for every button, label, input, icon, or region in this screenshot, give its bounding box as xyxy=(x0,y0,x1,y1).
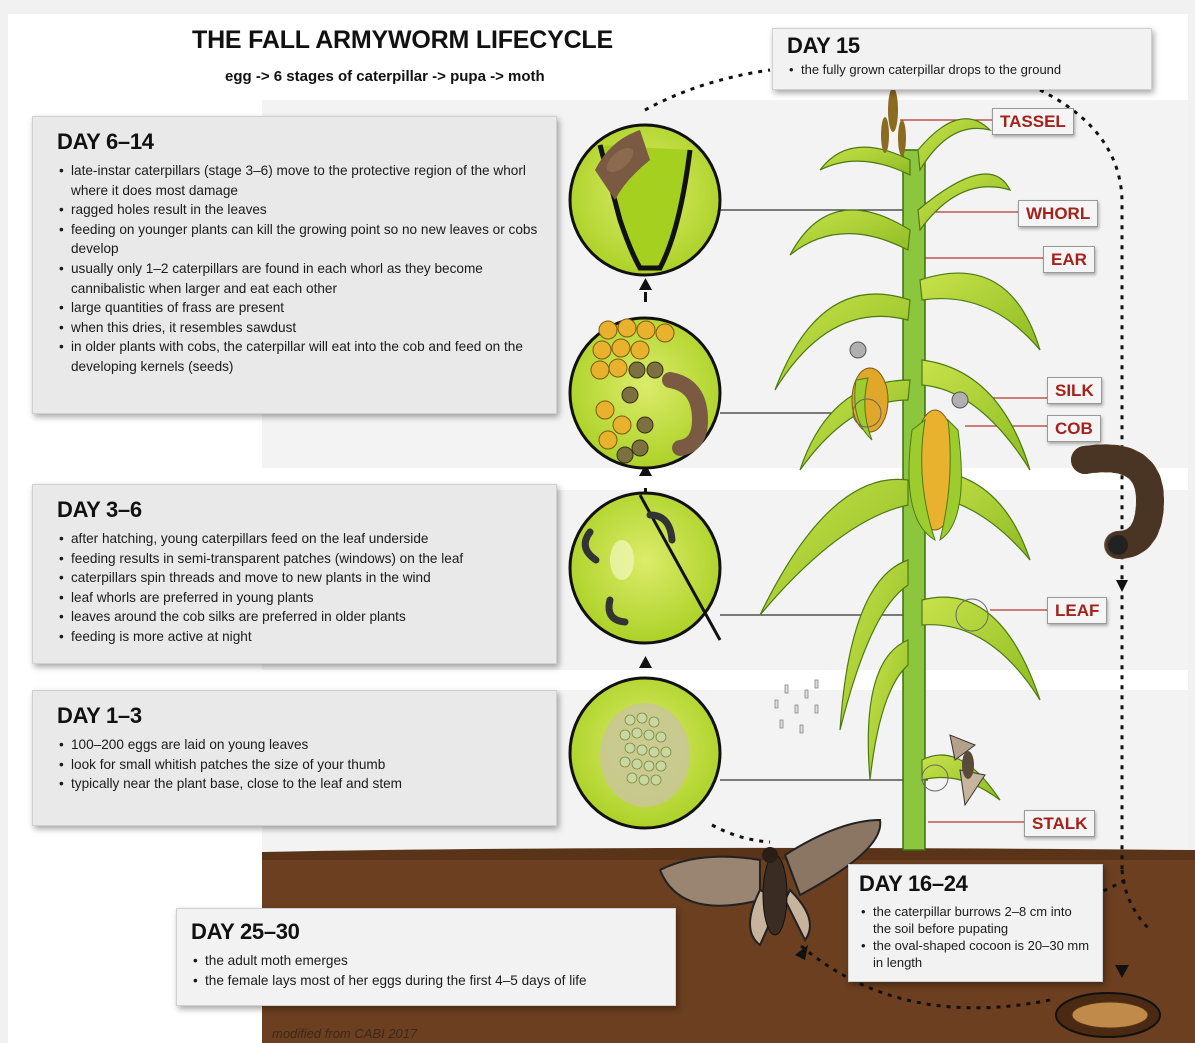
bullet: caterpillars spin threads and move to ne… xyxy=(57,568,542,588)
bullet: feeding on younger plants can kill the g… xyxy=(57,220,542,259)
info-box-day-15: DAY 15 the fully grown caterpillar drops… xyxy=(772,28,1152,90)
bullet-list: the fully grown caterpillar drops to the… xyxy=(787,61,1141,78)
bullet: feeding is more active at night xyxy=(57,627,542,647)
info-box-day-16-24: DAY 16–24 the caterpillar burrows 2–8 cm… xyxy=(848,864,1103,982)
bullet: the female lays most of her eggs during … xyxy=(191,971,665,991)
info-box-day-3-6: DAY 3–6 after hatching, young caterpilla… xyxy=(32,484,557,664)
box-heading: DAY 25–30 xyxy=(191,919,665,945)
bullet: when this dries, it resembles sawdust xyxy=(57,318,542,338)
bullet-list: after hatching, young caterpillars feed … xyxy=(57,529,542,647)
label-stalk: STALK xyxy=(1024,810,1095,837)
label-silk: SILK xyxy=(1047,377,1102,404)
bullet-list: 100–200 eggs are laid on young leaves lo… xyxy=(57,735,542,794)
info-box-day-25-30: DAY 25–30 the adult moth emerges the fem… xyxy=(176,908,676,1006)
label-tassel: TASSEL xyxy=(992,108,1074,135)
bullet: ragged holes result in the leaves xyxy=(57,200,542,220)
bullet: usually only 1–2 caterpillars are found … xyxy=(57,259,542,298)
bullet: leaves around the cob silks are preferre… xyxy=(57,607,542,627)
bullet: the fully grown caterpillar drops to the… xyxy=(787,61,1141,78)
circle-leaf xyxy=(570,493,720,643)
info-box-day-6-14: DAY 6–14 late-instar caterpillars (stage… xyxy=(32,116,557,414)
box-heading: DAY 16–24 xyxy=(859,871,1092,897)
bullet: look for small whitish patches the size … xyxy=(57,755,542,775)
box-heading: DAY 1–3 xyxy=(57,703,542,729)
bullet: in older plants with cobs, the caterpill… xyxy=(57,337,542,376)
bullet: after hatching, young caterpillars feed … xyxy=(57,529,542,549)
bullet: large quantities of frass are present xyxy=(57,298,542,318)
bullet: leaf whorls are preferred in young plant… xyxy=(57,588,542,608)
label-ear: EAR xyxy=(1043,246,1095,273)
diagram-title: THE FALL ARMYWORM LIFECYCLE xyxy=(192,26,613,55)
bullet: feeding results in semi-transparent patc… xyxy=(57,549,542,569)
bullet: the caterpillar burrows 2–8 cm into the … xyxy=(859,903,1092,937)
bullet: the oval-shaped cocoon is 20–30 mm in le… xyxy=(859,937,1092,971)
bullet-list: the adult moth emerges the female lays m… xyxy=(191,951,665,990)
label-cob: COB xyxy=(1047,415,1101,442)
info-box-day-1-3: DAY 1–3 100–200 eggs are laid on young l… xyxy=(32,690,557,826)
diagram-subtitle: egg -> 6 stages of caterpillar -> pupa -… xyxy=(225,68,545,85)
source-credit: modified from CABI 2017 xyxy=(272,1026,417,1041)
bullet-list: the caterpillar burrows 2–8 cm into the … xyxy=(859,903,1092,971)
bullet-list: late-instar caterpillars (stage 3–6) mov… xyxy=(57,161,542,377)
label-leaf: LEAF xyxy=(1047,597,1107,624)
label-whorl: WHORL xyxy=(1018,200,1098,227)
bullet: late-instar caterpillars (stage 3–6) mov… xyxy=(57,161,542,200)
box-heading: DAY 15 xyxy=(787,33,1141,59)
cocoon xyxy=(1056,993,1160,1037)
circle-cob xyxy=(570,318,720,468)
box-heading: DAY 6–14 xyxy=(57,129,542,155)
bullet: typically near the plant base, close to … xyxy=(57,774,542,794)
circle-whorl xyxy=(570,125,720,275)
box-heading: DAY 3–6 xyxy=(57,497,542,523)
bullet: 100–200 eggs are laid on young leaves xyxy=(57,735,542,755)
bullet: the adult moth emerges xyxy=(191,951,665,971)
circle-eggs xyxy=(570,678,720,828)
